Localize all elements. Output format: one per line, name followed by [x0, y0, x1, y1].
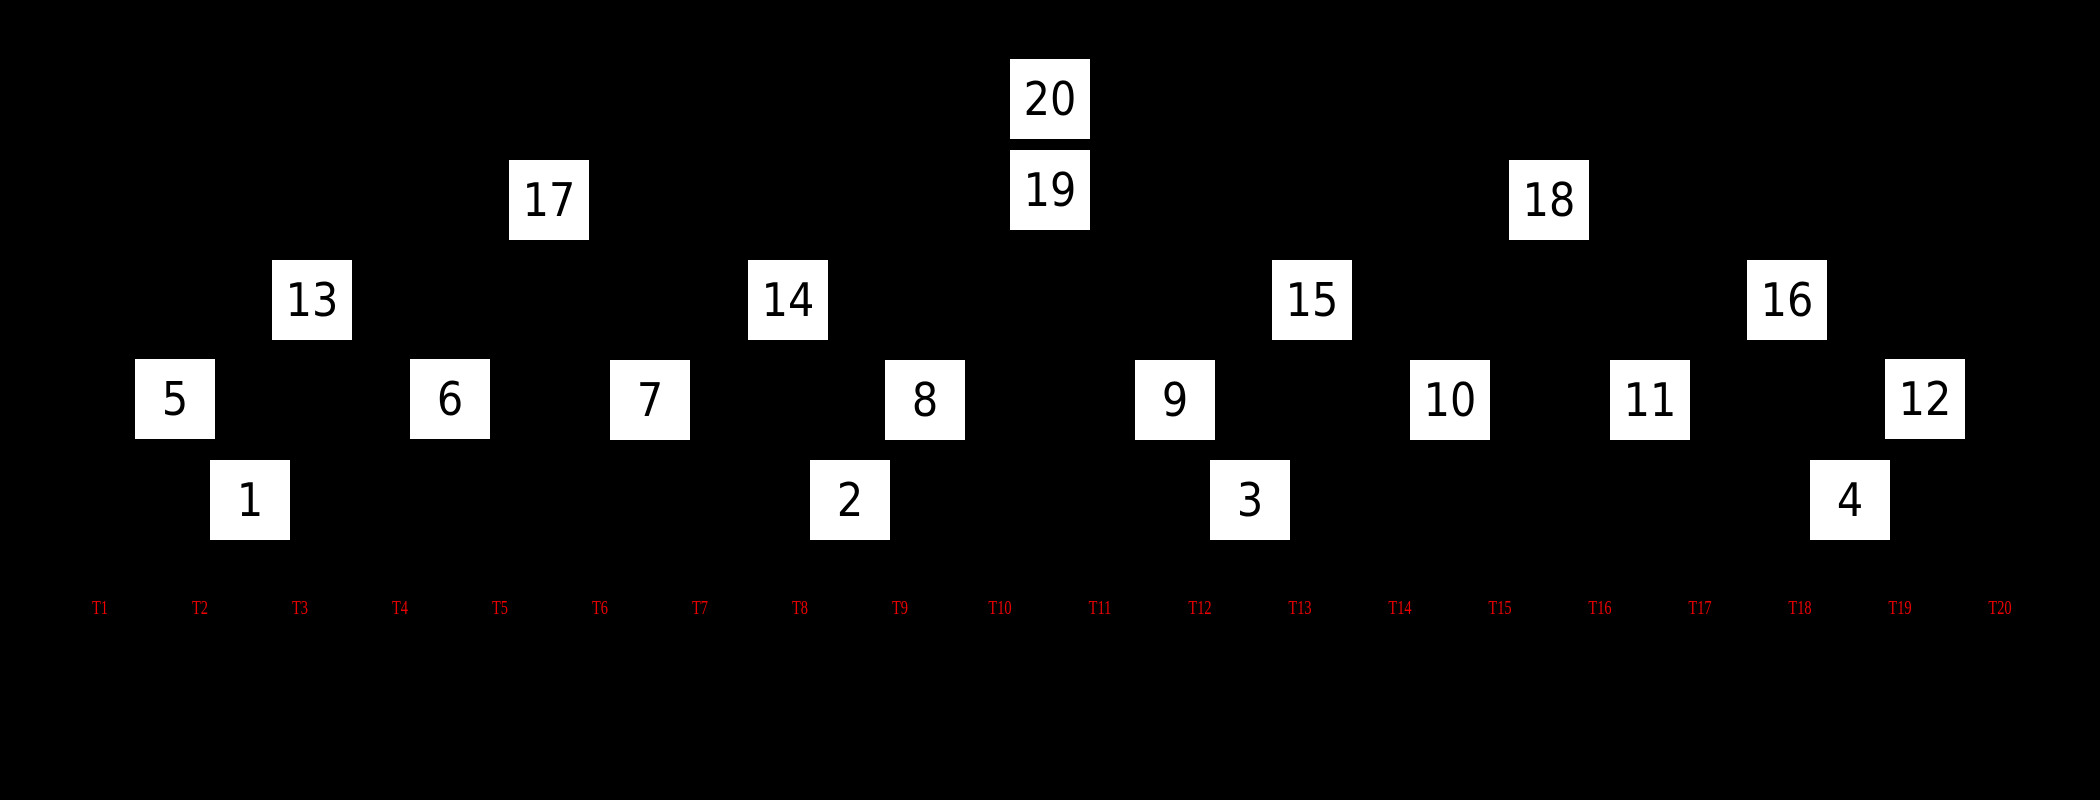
leaf-label-T14: T14	[1388, 597, 1412, 619]
leaf-label-T13: T13	[1288, 597, 1312, 619]
tree-node-20: 20	[1010, 59, 1090, 139]
tree-node-2: 2	[810, 460, 890, 540]
tree-node-14: 14	[748, 260, 828, 340]
tree-node-18: 18	[1509, 160, 1589, 240]
leaf-label-T6: T6	[592, 597, 608, 619]
tree-node-5: 5	[135, 359, 215, 439]
leaf-label-T8: T8	[792, 597, 808, 619]
tree-node-19: 19	[1010, 150, 1090, 230]
tree-node-6: 6	[410, 359, 490, 439]
leaf-label-T5: T5	[492, 597, 508, 619]
leaf-label-T7: T7	[692, 597, 708, 619]
leaf-label-T20: T20	[1988, 597, 2012, 619]
tree-node-17: 17	[509, 160, 589, 240]
tree-node-1: 1	[210, 460, 290, 540]
tree-node-3: 3	[1210, 460, 1290, 540]
tree-node-13: 13	[272, 260, 352, 340]
leaf-label-T15: T15	[1488, 597, 1512, 619]
leaf-label-T12: T12	[1188, 597, 1212, 619]
leaf-label-T16: T16	[1588, 597, 1612, 619]
tree-node-15: 15	[1272, 260, 1352, 340]
tree-node-9: 9	[1135, 360, 1215, 440]
leaf-label-T2: T2	[192, 597, 208, 619]
leaf-label-T3: T3	[292, 597, 308, 619]
leaf-label-T19: T19	[1888, 597, 1912, 619]
tree-node-12: 12	[1885, 359, 1965, 439]
tree-node-16: 16	[1747, 260, 1827, 340]
tree-node-4: 4	[1810, 460, 1890, 540]
leaf-label-T17: T17	[1688, 597, 1712, 619]
leaf-label-T1: T1	[92, 597, 108, 619]
tree-node-11: 11	[1610, 360, 1690, 440]
leaf-label-T18: T18	[1788, 597, 1812, 619]
leaf-label-T11: T11	[1088, 597, 1112, 619]
leaf-label-T10: T10	[988, 597, 1012, 619]
leaf-label-T4: T4	[392, 597, 408, 619]
leaf-label-T9: T9	[892, 597, 908, 619]
tree-node-10: 10	[1410, 360, 1490, 440]
tree-node-7: 7	[610, 360, 690, 440]
tree-node-8: 8	[885, 360, 965, 440]
